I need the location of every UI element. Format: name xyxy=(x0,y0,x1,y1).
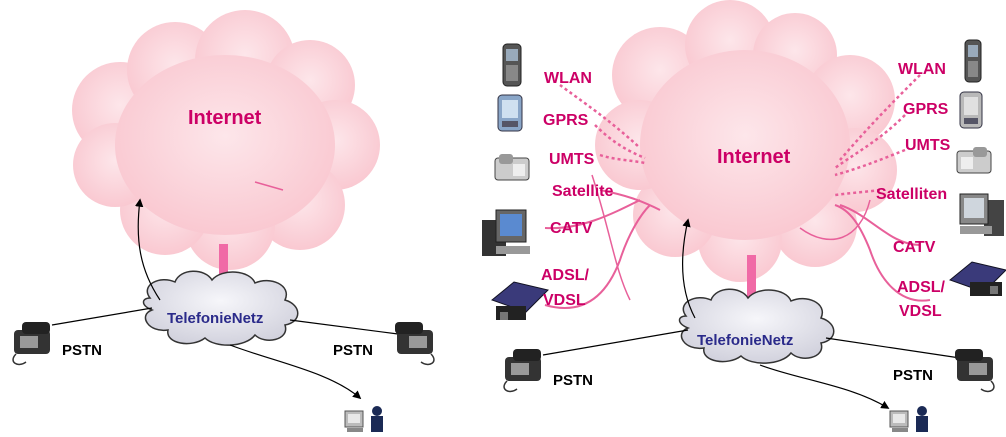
access-label-umts-left: UMTS xyxy=(549,151,595,168)
mobile-phone-icon xyxy=(964,39,982,83)
line-pstn-left xyxy=(542,329,689,356)
adsl-link-right xyxy=(834,204,931,302)
arrow-to-internet-right xyxy=(682,218,696,319)
access-label-satelliten-right: Satelliten xyxy=(876,186,947,203)
internet-cloud-right xyxy=(595,0,897,282)
mobile-phone-icon xyxy=(502,43,522,87)
line-pstn-right xyxy=(289,319,399,335)
link-bar-right xyxy=(747,255,756,307)
arrow-to-user-left xyxy=(229,344,362,400)
access-label-adsl-right: ADSL/ xyxy=(897,279,946,296)
line-pstn-right xyxy=(825,337,961,359)
line-pstn-left xyxy=(51,307,153,326)
link-bar-left xyxy=(219,244,228,292)
access-lines-right xyxy=(799,74,931,302)
access-label-catv-left: CATV xyxy=(550,220,593,237)
arrow-to-internet-left xyxy=(135,198,161,301)
user-at-pc-icon xyxy=(344,406,383,432)
catv-link-left xyxy=(544,199,641,230)
telephone-icon xyxy=(955,349,995,393)
pstn-label-right-b: PSTN xyxy=(893,367,933,384)
telefonie-label-right: TelefonieNetz xyxy=(697,332,793,349)
pda-icon xyxy=(497,94,523,132)
wlan-link-left xyxy=(559,83,641,149)
satellite-link-left xyxy=(599,189,661,211)
sat-curve-right xyxy=(799,199,871,241)
internet-label-right: Internet xyxy=(717,146,791,168)
user-at-pc-icon xyxy=(889,406,928,432)
access-label-gprs-left: GPRS xyxy=(543,112,589,129)
gprs-link-left xyxy=(594,124,646,160)
computer-icon xyxy=(959,193,1004,236)
access-label-gprs-right: GPRS xyxy=(903,101,949,118)
access-label-adsl-left: ADSL/ xyxy=(541,267,590,284)
wlan-link-right xyxy=(839,74,921,161)
pda-icon xyxy=(959,91,983,129)
internet-label-left: Internet xyxy=(188,107,262,129)
decor-stroke xyxy=(254,181,284,191)
dsl-modem-icon xyxy=(948,261,1006,296)
access-label-vdsl-right: VDSL xyxy=(899,303,942,320)
pstn-label-left-b: PSTN xyxy=(333,342,373,359)
computer-icon xyxy=(482,209,530,256)
telephone-icon xyxy=(503,349,541,393)
gprs-link-right xyxy=(834,114,906,170)
access-label-vdsl-left: VDSL xyxy=(543,292,586,309)
telephone-icon xyxy=(395,322,435,366)
desk-phone-icon xyxy=(956,147,992,174)
telephone-icon xyxy=(12,322,50,366)
desk-phone-icon xyxy=(494,154,530,181)
pstn-label-left-a: PSTN xyxy=(62,342,102,359)
sat-curve-left xyxy=(591,174,631,301)
dsl-modem-icon xyxy=(490,281,549,320)
telefonie-label-left: TelefonieNetz xyxy=(167,310,263,327)
left-diagram: Internet TelefonieNetz PSTN PSTN xyxy=(12,10,435,432)
access-label-wlan-left: WLAN xyxy=(544,70,592,87)
access-lines-left xyxy=(544,83,661,309)
access-label-wlan-right: WLAN xyxy=(898,61,946,78)
access-label-catv-right: CATV xyxy=(893,239,936,256)
right-diagram: Internet TelefonieNetz PSTN PSTN WLAN GP… xyxy=(482,0,1006,432)
internet-cloud-left xyxy=(72,10,380,270)
access-label-satellite-left: Satellite xyxy=(552,183,613,200)
pstn-label-right-a: PSTN xyxy=(553,372,593,389)
arrow-to-user-right xyxy=(759,364,890,409)
catv-link-right xyxy=(839,204,921,246)
umts-link-right xyxy=(834,148,906,177)
telefonie-cloud-left xyxy=(142,270,299,346)
access-label-umts-right: UMTS xyxy=(905,137,951,154)
telefonie-cloud-right xyxy=(678,288,835,364)
